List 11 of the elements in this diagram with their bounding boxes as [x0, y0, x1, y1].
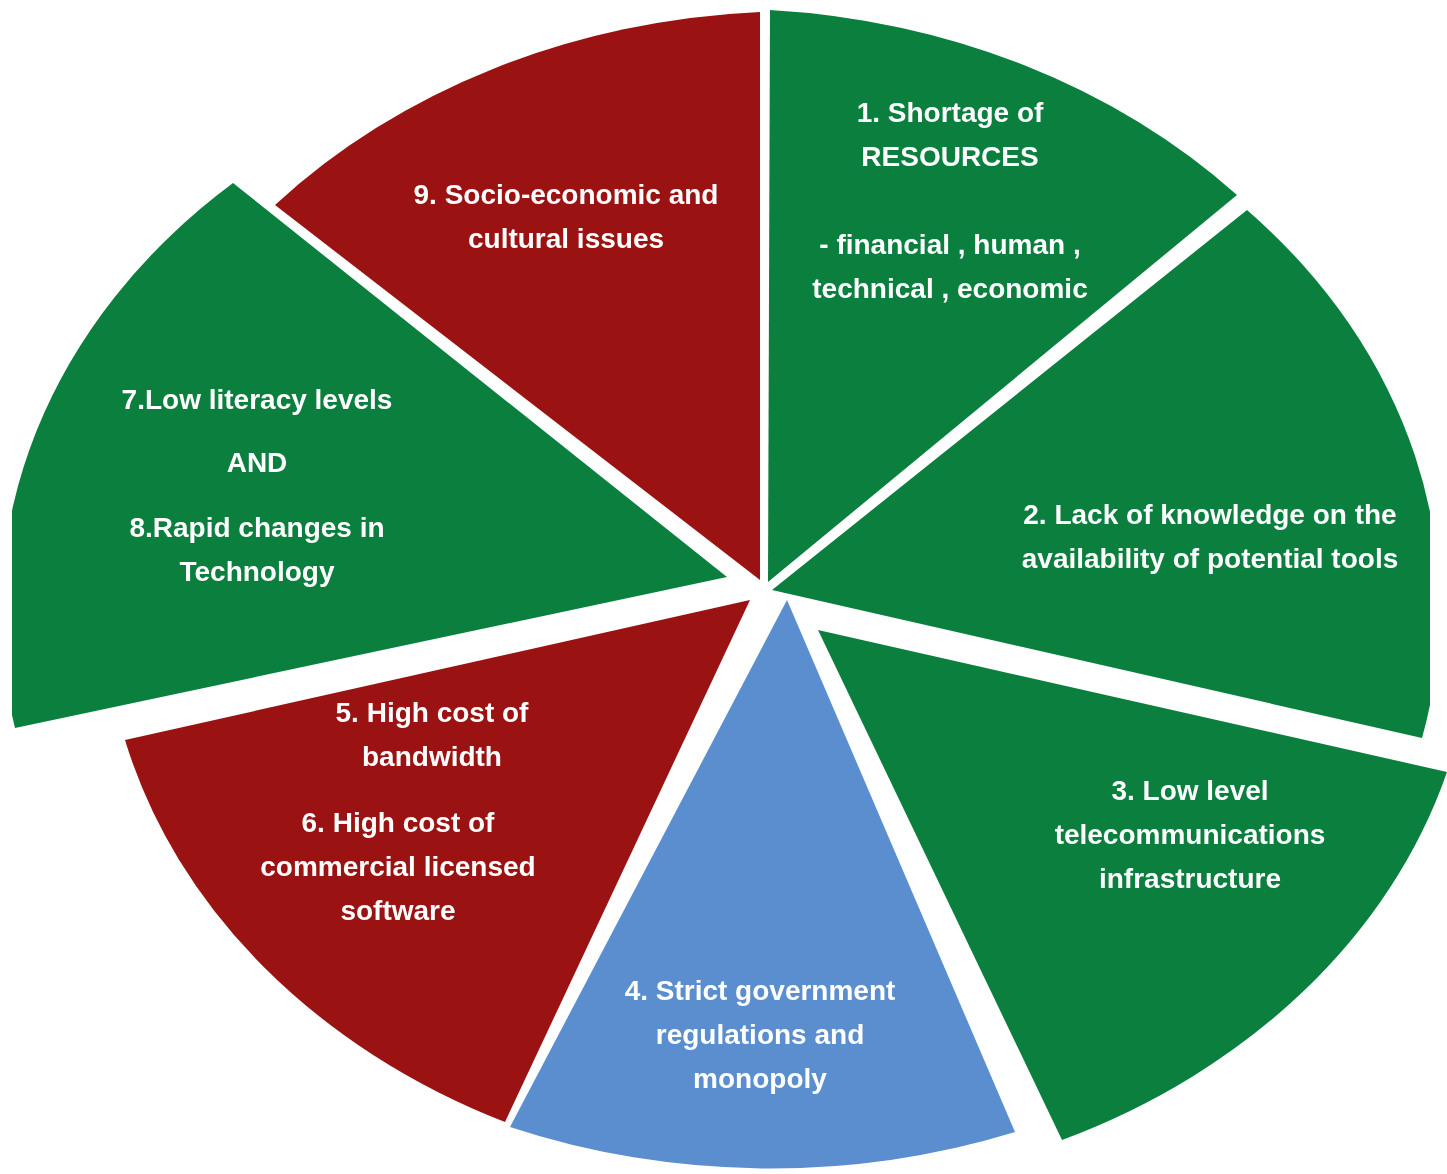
segment-text: 6. High cost of commercial licensed software	[259, 806, 537, 928]
segment-text: AND	[225, 446, 289, 480]
segment-text: 9. Socio-economic and cultural issues	[412, 178, 720, 256]
segment-text: - financial , human , technical , economic	[811, 228, 1089, 306]
segment-text: 7.Low literacy levels	[120, 383, 394, 417]
segment-text: 8.Rapid changes in Technology	[128, 511, 386, 589]
segment-text: 1. Shortage of RESOURCES	[855, 96, 1045, 174]
segment-text: 2. Lack of knowledge on the availability of potential tools	[1020, 498, 1400, 576]
segment-text: 4. Strict government regulations and monopoly	[623, 974, 897, 1096]
segment-text: 3. Low level telecommunications infrastructure	[1053, 774, 1327, 896]
segment-text: 5. High cost of bandwidth	[334, 696, 530, 774]
